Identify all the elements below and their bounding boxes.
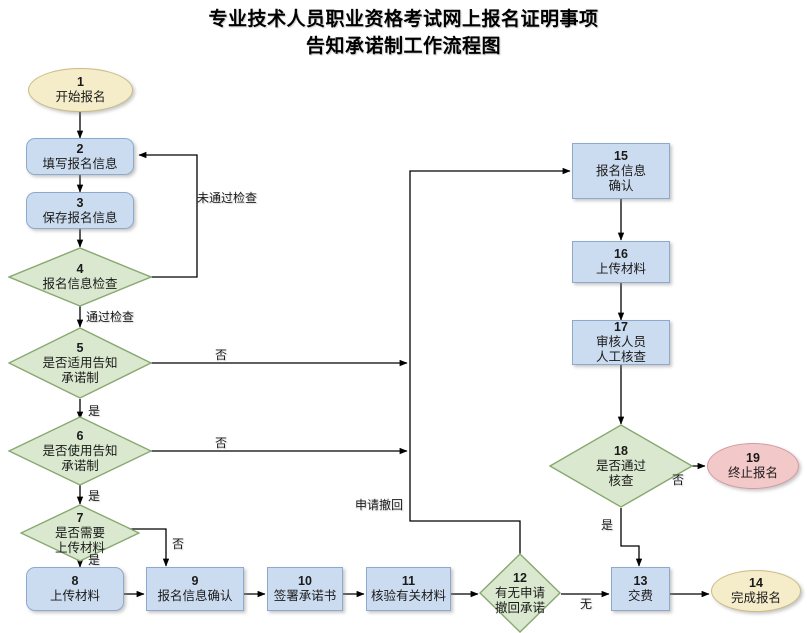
node-11-number: 11	[401, 574, 416, 588]
node-17-reviewer-manual-check[interactable]: 17 审核人员 人工核查	[572, 320, 670, 365]
node-9-label: 报名信息确认	[157, 589, 233, 603]
node-3-label: 保存报名信息	[42, 210, 118, 225]
node-8-label: 上传材料	[49, 589, 100, 603]
node-17-label: 审核人员 人工核查	[595, 335, 646, 364]
node-2-label: 填写报名信息	[42, 156, 118, 171]
node-15-number: 15	[614, 148, 628, 163]
edge-label-n6-yes: 是	[88, 489, 101, 503]
node-12-diamond-shape	[479, 553, 561, 633]
node-15-label: 报名信息 确认	[595, 163, 646, 193]
node-12-label: 有无申请 撤回承诺	[494, 585, 545, 615]
node-8-upload-materials[interactable]: 8 上传材料	[26, 567, 124, 611]
node-7-need-upload-materials[interactable]: 7 是否需要 上传材料	[20, 504, 140, 562]
node-19-number: 19	[746, 451, 760, 465]
node-4-diamond-shape	[8, 247, 152, 307]
node-6-diamond-shape	[8, 416, 152, 486]
edge-label-pass-check: 通过检查	[86, 310, 135, 324]
node-19-terminate-registration[interactable]: 19 终止报名	[707, 443, 799, 489]
node-6-label: 是否使用告知 承诺制	[42, 443, 118, 473]
edge-4-to-2-fail	[131, 151, 198, 278]
node-1-number: 1	[77, 75, 84, 89]
node-18-check-passed[interactable]: 18 是否通过 核查	[549, 424, 693, 508]
node-1-start-registration[interactable]: 1 开始报名	[28, 68, 133, 112]
node-11-label: 核验有关材料	[370, 589, 446, 603]
node-6-use-commitment-system[interactable]: 6 是否使用告知 承诺制	[8, 416, 152, 486]
node-14-complete-registration[interactable]: 14 完成报名	[711, 570, 801, 612]
node-8-number: 8	[71, 574, 79, 588]
node-13-number: 13	[633, 574, 648, 588]
node-18-number: 18	[614, 443, 628, 458]
node-3-save-registration-info[interactable]: 3 保存报名信息	[26, 192, 134, 229]
node-4-registration-info-check[interactable]: 4 报名信息检查	[8, 247, 152, 307]
node-14-label: 完成报名	[730, 591, 781, 605]
edge-label-n18-no: 否	[672, 473, 685, 487]
node-9-number: 9	[191, 574, 199, 588]
edge-label-withdraw: 申请撤回	[355, 498, 404, 512]
node-5-applicable-commitment-system[interactable]: 5 是否适用告知 承诺制	[8, 327, 152, 399]
node-5-number: 5	[76, 340, 84, 355]
edge-label-n7-no: 否	[172, 537, 185, 551]
node-16-upload-materials-review[interactable]: 16 上传材料	[572, 241, 670, 283]
node-7-number: 7	[76, 510, 84, 525]
node-18-label: 是否通过 核查	[595, 458, 646, 488]
node-7-label: 是否需要 上传材料	[54, 525, 105, 555]
node-1-label: 开始报名	[55, 90, 106, 104]
edge-label-n5-yes: 是	[88, 404, 101, 418]
node-10-number: 10	[298, 574, 312, 588]
edge-label-n7-yes: 是	[88, 553, 101, 567]
node-12-number: 12	[513, 570, 527, 585]
node-10-label: 签署承诺书	[273, 589, 337, 603]
node-11-verify-related-materials[interactable]: 11 核验有关材料	[366, 567, 451, 611]
node-6-number: 6	[76, 428, 84, 443]
node-18-diamond-shape	[549, 424, 693, 508]
node-19-label: 终止报名	[727, 466, 778, 480]
node-4-number: 4	[76, 262, 84, 276]
page-title-line-1: 专业技术人员职业资格考试网上报名证明事项	[208, 9, 599, 30]
node-14-number: 14	[749, 576, 763, 590]
node-10-sign-commitment-letter[interactable]: 10 签署承诺书	[267, 567, 343, 611]
page-title: 专业技术人员职业资格考试网上报名证明事项 告知承诺制工作流程图	[0, 6, 807, 60]
node-13-label: 交费	[627, 589, 653, 603]
page-title-line-2: 告知承诺制工作流程图	[305, 36, 501, 57]
node-17-number: 17	[614, 320, 628, 334]
edge-label-n18-yes: 是	[601, 518, 614, 532]
node-9-confirm-registration-info[interactable]: 9 报名信息确认	[146, 567, 244, 611]
node-2-number: 2	[76, 141, 84, 156]
node-12-has-withdraw-request[interactable]: 12 有无申请 撤回承诺	[479, 553, 561, 633]
node-3-number: 3	[76, 195, 84, 210]
edge-label-n12-none: 无	[580, 597, 593, 611]
node-16-number: 16	[614, 247, 628, 261]
node-16-label: 上传材料	[595, 262, 646, 276]
edge-18-to-13-yes	[620, 508, 643, 567]
node-2-fill-registration-info[interactable]: 2 填写报名信息	[26, 138, 134, 175]
edge-7-no	[124, 528, 170, 567]
node-5-diamond-shape	[8, 327, 152, 399]
edge-label-n5-no: 否	[215, 348, 228, 362]
node-15-confirm-registration-info-review[interactable]: 15 报名信息 确认	[572, 143, 670, 199]
node-5-label: 是否适用告知 承诺制	[42, 355, 118, 385]
edge-label-fail-check: 未通过检查	[197, 191, 258, 205]
node-13-payment[interactable]: 13 交费	[611, 567, 670, 611]
edge-label-n6-no: 否	[215, 436, 228, 450]
edge-12-withdraw-to-15	[409, 167, 571, 567]
node-4-label: 报名信息检查	[42, 277, 118, 291]
